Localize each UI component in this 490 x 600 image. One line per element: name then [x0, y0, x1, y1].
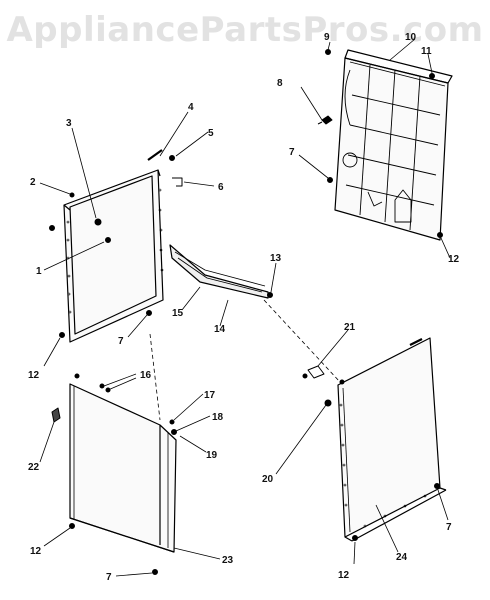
callout-5: 5	[208, 128, 214, 139]
callout-12-right-panel: 12	[338, 570, 350, 581]
callout-6: 6	[218, 182, 224, 193]
rear-panel	[334, 49, 453, 241]
callout-2: 2	[30, 177, 36, 188]
callout-10: 10	[405, 32, 417, 43]
callout-7-front-panel: 7	[106, 572, 112, 583]
callout-3: 3	[66, 118, 72, 129]
watermark: AppliancePartsPros.com	[6, 10, 484, 50]
callout-14: 14	[214, 324, 226, 335]
callout-19: 19	[206, 450, 218, 461]
callout-24: 24	[396, 552, 408, 563]
callout-12-left-frame: 12	[28, 370, 40, 381]
callout-8: 8	[277, 78, 283, 89]
left-side-panel	[63, 169, 164, 343]
callout-1: 1	[36, 266, 42, 277]
leader-lines	[39, 38, 451, 577]
callout-4: 4	[188, 102, 194, 113]
callout-16: 16	[140, 370, 152, 381]
callout-11: 11	[421, 46, 432, 57]
crossbar-brace	[169, 244, 269, 299]
callout-12-rear-panel: 12	[448, 254, 460, 265]
callout-15: 15	[172, 308, 184, 319]
callout-7-right-panel: 7	[446, 522, 452, 533]
right-side-panel	[337, 337, 447, 542]
hardware-parts	[49, 49, 443, 575]
callout-20: 20	[262, 474, 274, 485]
callout-17: 17	[204, 390, 216, 401]
front-left-panel	[69, 383, 177, 553]
callout-13: 13	[270, 253, 282, 264]
callout-7-left-frame: 7	[118, 336, 124, 347]
callout-7-rear-panel: 7	[289, 147, 295, 158]
callout-22: 22	[28, 462, 40, 473]
callout-21: 21	[344, 322, 356, 333]
callout-9: 9	[324, 32, 330, 43]
callout-23: 23	[222, 555, 234, 566]
callout-labels: 3 2 4 5 6 1 7 12 8 9 10 11 7 12 13 15 14…	[28, 32, 460, 583]
callout-18: 18	[212, 412, 224, 423]
callout-12-front-panel: 12	[30, 546, 42, 557]
